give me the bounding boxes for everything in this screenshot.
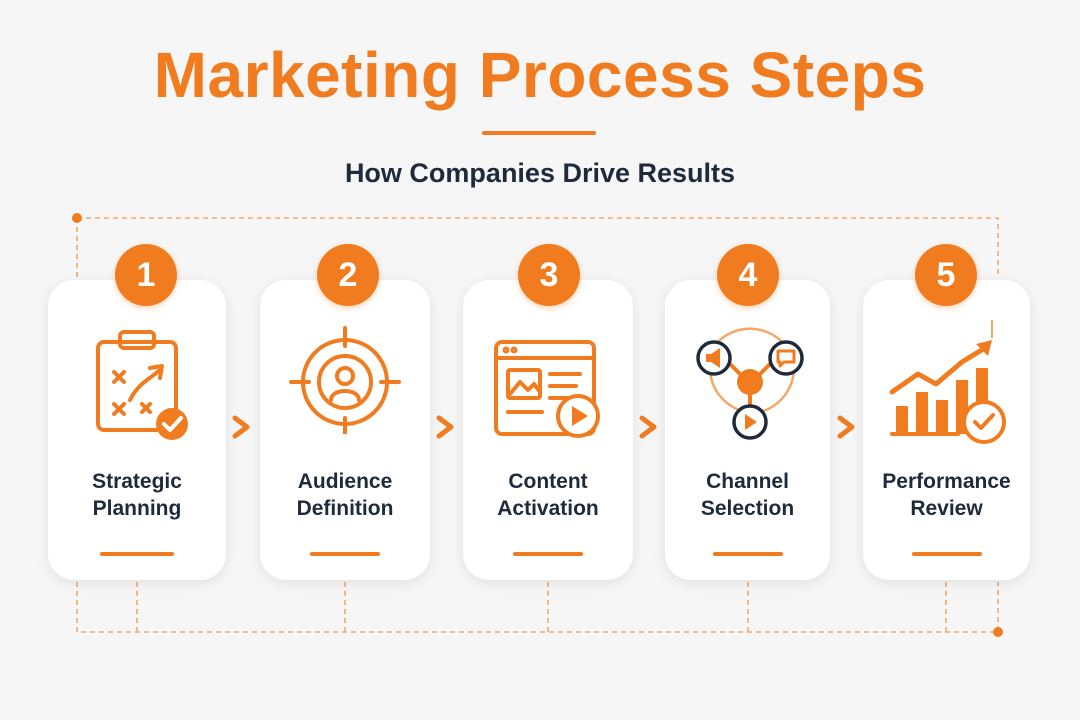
step-card-2-underline <box>310 552 380 556</box>
step-number-badge-1: 1 <box>115 244 177 306</box>
step-label-5-line1: Performance <box>882 470 1011 493</box>
chevron-right-icon <box>639 415 657 439</box>
step-label-2-line1: Audience <box>297 470 393 493</box>
step-label-4-line1: Channel <box>706 470 789 493</box>
step-label-3-line1: Content <box>508 470 588 493</box>
chevron-right-icon <box>232 415 250 439</box>
step-number-badge-5: 5 <box>915 244 977 306</box>
step-number-badge-3: 3 <box>518 244 580 306</box>
content-media-icon <box>494 340 600 438</box>
step-label-1-line2: Planning <box>92 497 182 520</box>
step-card-1-underline <box>100 552 174 556</box>
channel-network-icon <box>696 327 804 440</box>
step-label-4: Channel Selection <box>665 468 830 522</box>
chevron-right-icon <box>436 415 454 439</box>
step-label-3-line2: Activation <box>497 497 599 520</box>
step-label-4-line2: Selection <box>700 497 795 520</box>
strategy-clipboard-icon <box>96 330 188 440</box>
step-label-1: Strategic Planning <box>48 468 226 522</box>
chevron-right-icon <box>837 415 855 439</box>
step-card-3 <box>463 280 633 580</box>
page-subtitle: How Companies Drive Results <box>344 158 736 188</box>
title-underline <box>482 131 596 135</box>
step-label-2-line2: Definition <box>296 497 394 520</box>
step-card-3-underline <box>513 552 583 556</box>
step-card-5-underline <box>912 552 982 556</box>
growth-chart-icon <box>889 320 1006 444</box>
step-number-badge-2: 2 <box>317 244 379 306</box>
page-title: Marketing Process Steps <box>153 39 927 111</box>
step-label-5-line2: Review <box>910 497 983 520</box>
step-label-2: Audience Definition <box>260 468 430 522</box>
step-number-badge-4: 4 <box>717 244 779 306</box>
step-label-3: Content Activation <box>463 468 633 522</box>
step-label-1-line1: Strategic <box>92 470 182 493</box>
step-label-5: Performance Review <box>863 468 1030 522</box>
target-audience-icon <box>289 326 401 434</box>
step-card-4-underline <box>713 552 783 556</box>
